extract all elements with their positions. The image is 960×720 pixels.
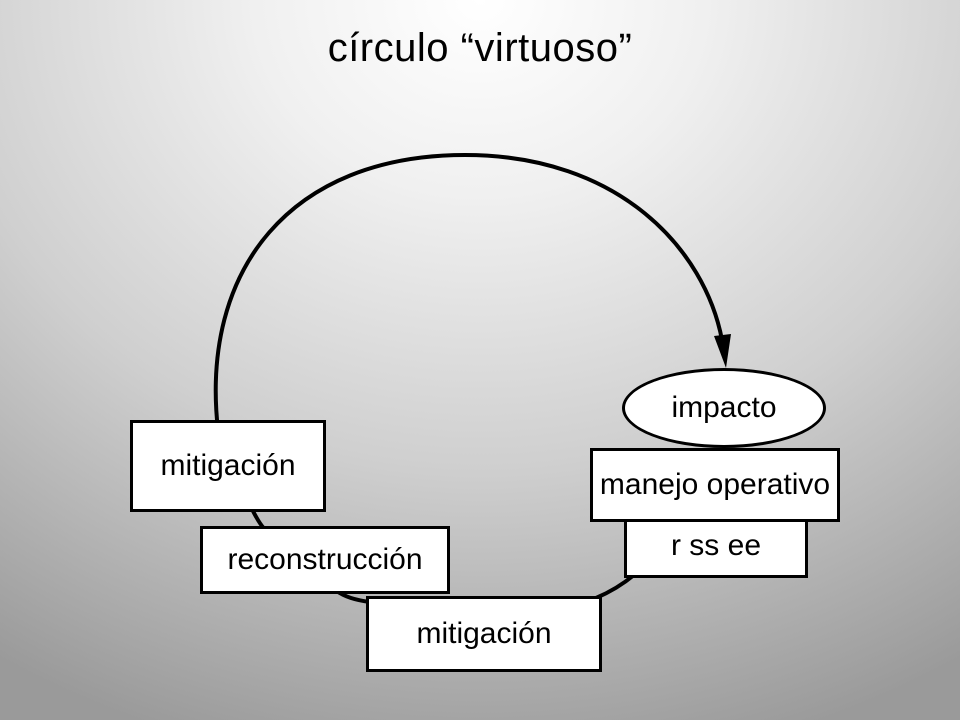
rssee-label: r ss ee — [670, 529, 762, 562]
reconstruccion-node: reconstrucción — [200, 526, 450, 594]
manejo-operativo-node: manejo operativo — [590, 448, 840, 522]
mitigacion-left-label: mitigación — [160, 449, 296, 482]
impacto-label: impacto — [671, 391, 777, 424]
cycle-arc — [213, 152, 724, 431]
arrow-head — [714, 334, 731, 368]
page-title: círculo “virtuoso” — [327, 26, 633, 70]
rssee-node: r ss ee — [624, 514, 808, 578]
impacto-node: impacto — [622, 368, 826, 448]
mitigacion-bottom-label: mitigación — [416, 617, 552, 650]
cycle-connector-bottom-right — [595, 573, 636, 600]
mitigacion-left-node: mitigación — [130, 420, 326, 512]
reconstruccion-label: reconstrucción — [227, 543, 423, 576]
manejo-operativo-label: manejo operativo — [599, 468, 831, 501]
mitigacion-bottom-node: mitigación — [366, 596, 602, 672]
